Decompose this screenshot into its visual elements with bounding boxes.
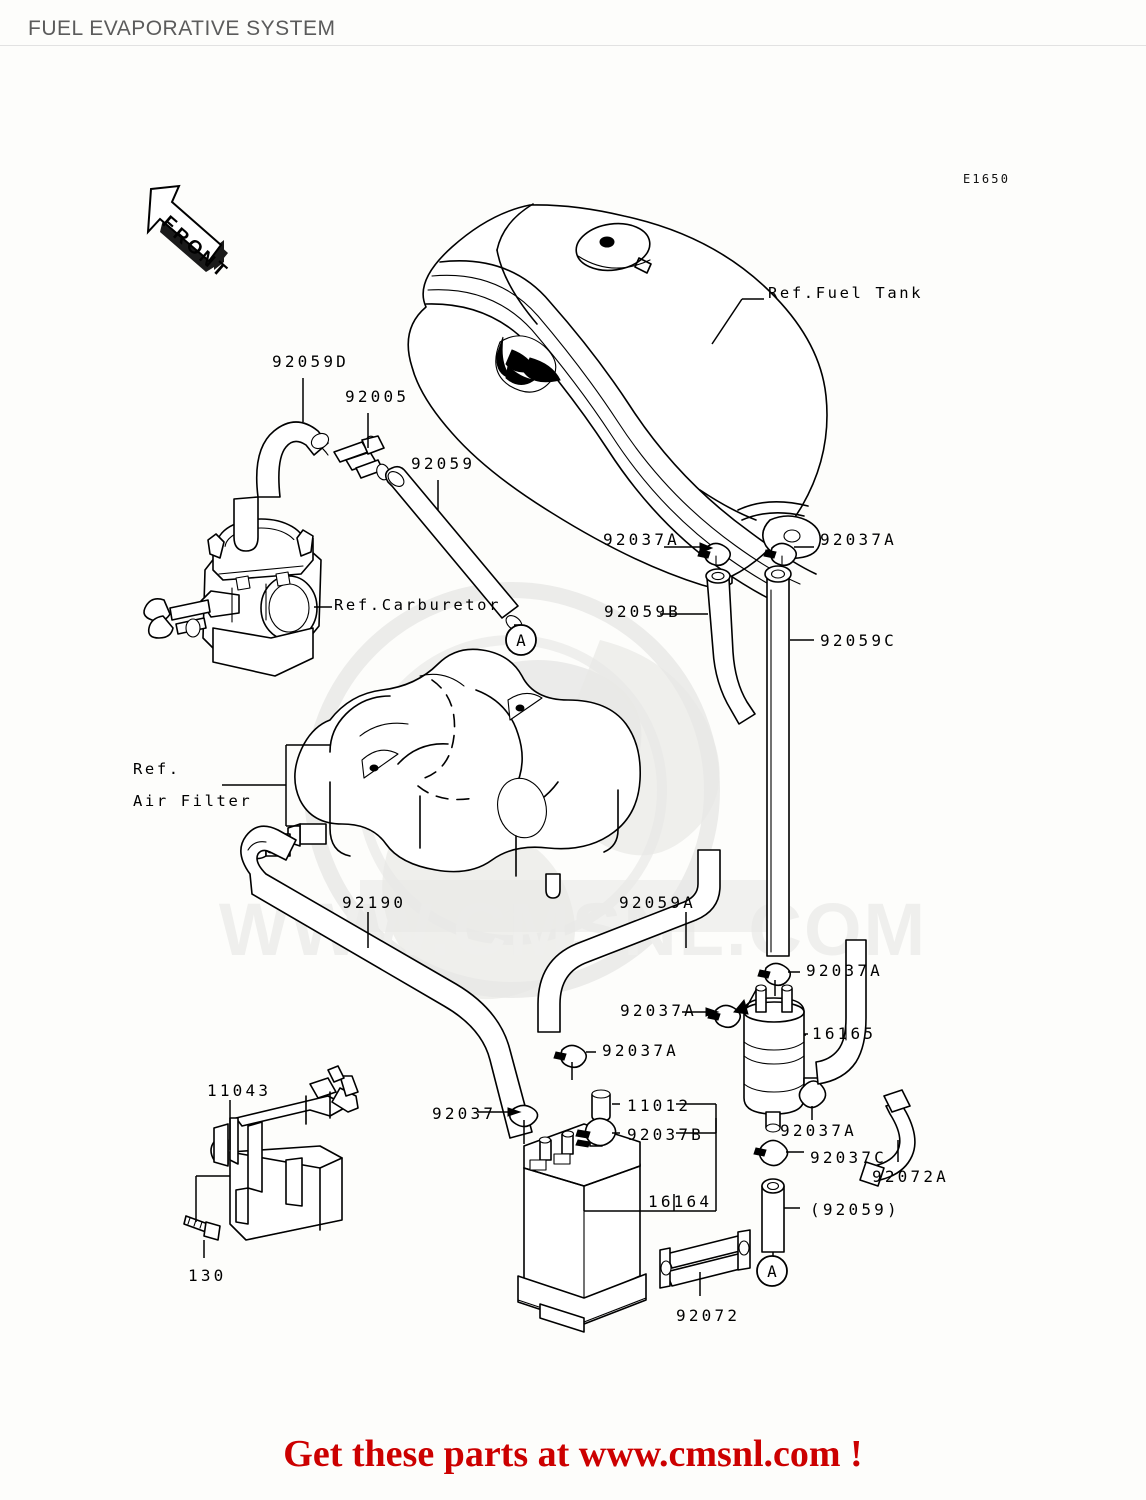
pipe-92059-paren (761, 1178, 800, 1253)
callout-92059-paren: (92059) (810, 1200, 900, 1219)
callout-92072: 92072 (676, 1306, 741, 1325)
clip-92037a-sep-mid (682, 989, 757, 1029)
leader-ref-air-filter (222, 744, 330, 827)
callout-92037a-tank-left: 92037A (603, 530, 680, 549)
callout-92037a-left: 92037A (602, 1041, 679, 1060)
hose-92059d (233, 421, 330, 552)
clip-92037a-bottom (798, 1080, 827, 1120)
clip-92037a-left (553, 1044, 596, 1080)
callout-ref-carburetor: Ref.Carburetor (334, 596, 502, 614)
fuel-tank-drawing (407, 203, 828, 605)
clamp-92037b (575, 1117, 620, 1148)
callout-92005: 92005 (345, 387, 410, 406)
bracket-11043-drawing (183, 1065, 359, 1241)
callout-92037a-sep-mid: 92037A (620, 1001, 697, 1020)
callout-16165: 16165 (812, 1024, 877, 1043)
callout-92190: 92190 (342, 893, 407, 912)
callout-92037a-sep-top: 92037A (806, 961, 883, 980)
carburetor-drawing (143, 518, 322, 677)
callout-92037c: 92037C (810, 1148, 887, 1167)
callout-92059c: 92059C (820, 631, 897, 650)
cap-11012 (591, 1089, 620, 1122)
sheet-code: E1650 (963, 172, 1011, 186)
band-92072-drawing (659, 1229, 751, 1296)
air-filter-drawing (243, 648, 642, 899)
reference-marker-a-upper: A (505, 624, 537, 656)
leader-16165 (804, 1033, 808, 1036)
tank-emblem (495, 335, 561, 393)
callout-11043: 11043 (207, 1081, 272, 1100)
callout-92059: 92059 (411, 454, 476, 473)
hose-92190 (240, 825, 533, 1139)
callout-16164: 16164 (648, 1192, 713, 1211)
callout-11012: 11012 (627, 1096, 692, 1115)
hose-92059c (764, 565, 814, 957)
clip-92037c (753, 1139, 804, 1167)
svg-text:A: A (767, 1262, 777, 1281)
clip-92037a-sep-top (757, 962, 800, 996)
leader-16164-group (583, 1103, 717, 1212)
callout-130: 130 (188, 1266, 227, 1285)
reference-marker-a-lower: A (756, 1252, 788, 1287)
callout-ref-fuel-tank: Ref.Fuel Tank (768, 284, 924, 302)
hose-92059b (660, 568, 756, 725)
callout-92072a: 92072A (872, 1167, 949, 1186)
grommet-92037 (478, 1104, 539, 1144)
band-92072a-drawing (859, 1089, 916, 1187)
separator-16165-drawing (743, 984, 819, 1133)
callout-92059d: 92059D (272, 352, 349, 371)
front-arrow-badge: F R O N T (146, 184, 231, 282)
svg-text:A: A (516, 631, 526, 650)
header-divider (0, 45, 1146, 46)
hose-92059a (537, 849, 721, 1033)
callout-92059a: 92059A (619, 893, 696, 912)
callout-92037a-bottom: 92037A (780, 1121, 857, 1140)
leader-ref-fuel-tank (711, 298, 764, 345)
page-title: FUEL EVAPORATIVE SYSTEM (28, 17, 336, 40)
callout-92037a-tank-right: 92037A (820, 530, 897, 549)
callout-ref-air-filter-line1: Ref. (133, 760, 181, 778)
clip-92037a-tank-left (664, 542, 732, 567)
joint-92005 (333, 435, 390, 481)
callout-92037b: 92037B (627, 1125, 704, 1144)
footer-promo-text: Get these parts at www.cmsnl.com ! (283, 1433, 863, 1475)
callout-92059b: 92059B (604, 602, 681, 621)
canister-16164-drawing (517, 1122, 647, 1333)
clip-92037a-tank-right (763, 542, 814, 567)
callout-92037: 92037 (432, 1104, 497, 1123)
hose-92059c-lower-link (815, 939, 867, 1085)
callout-ref-air-filter-line2: Air Filter (133, 792, 253, 810)
